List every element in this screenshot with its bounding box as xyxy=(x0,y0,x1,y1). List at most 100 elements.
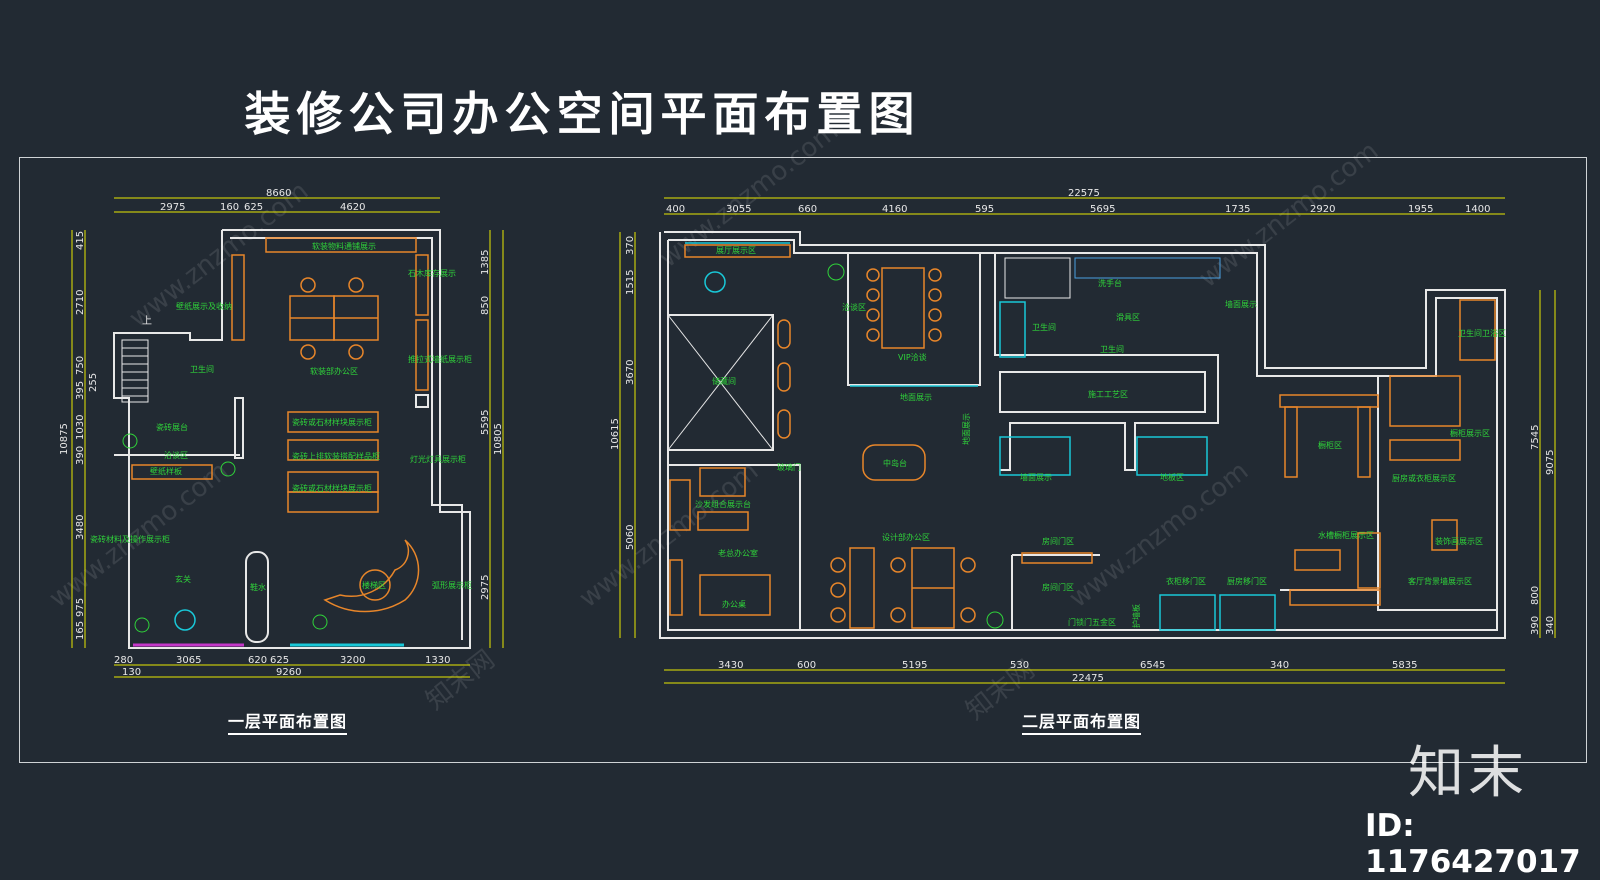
dimension: 10875 xyxy=(59,423,70,455)
dimension: 255 xyxy=(88,373,99,392)
plan2-dimension-lines xyxy=(619,197,1556,684)
room-label: 老总办公室 xyxy=(718,548,758,558)
room-label: 厨房移门区 xyxy=(1227,576,1267,586)
dimension: 1515 xyxy=(625,270,636,295)
room-label: 瓷砖展台 xyxy=(156,422,188,432)
room-label: 软装物料通铺展示 xyxy=(312,241,376,251)
room-label: 施工工艺区 xyxy=(1088,389,1128,399)
room-label: 卫生间卫浴区 xyxy=(1458,328,1506,338)
room-label: VIP洽谈 xyxy=(898,352,927,362)
page-title: 装修公司办公空间平面布置图 xyxy=(244,87,921,141)
dimension: 1030 xyxy=(75,415,86,440)
room-label: 客厅背景墙展示区 xyxy=(1408,576,1472,586)
dimension: 625 xyxy=(244,202,263,213)
room-label: 卫生间 xyxy=(190,364,214,374)
dimension: 390 xyxy=(1530,616,1541,635)
room-label: 办公桌 xyxy=(722,599,746,609)
room-label: 房间门区 xyxy=(1042,536,1074,546)
room-label: 石木库存展示 xyxy=(408,268,456,278)
room-label: 楼梯区 xyxy=(362,580,386,590)
dimension: 390 xyxy=(75,446,86,465)
dimension: 10805 xyxy=(493,423,504,455)
plan1-caption: 一层平面布置图 xyxy=(228,708,348,735)
room-label: 软装部办公区 xyxy=(310,366,358,376)
dimension: 22475 xyxy=(1072,673,1104,684)
room-label: 鞋水 xyxy=(250,582,266,592)
plan2-caption: 二层平面布置图 xyxy=(1022,708,1142,735)
dimension: 620 xyxy=(248,655,267,666)
room-label: 地面展示 xyxy=(900,392,932,402)
room-label: 储藏间 xyxy=(712,376,736,386)
dimension: 5695 xyxy=(1090,204,1115,215)
room-label: 灯光灯具展示柜 xyxy=(410,454,466,464)
dimension: 5835 xyxy=(1392,660,1417,671)
drawing-frame xyxy=(19,157,1587,763)
dimension: 395 xyxy=(75,381,86,400)
dimension: 415 xyxy=(75,231,86,250)
room-label: 瓷砖上排软装搭配样品柜 xyxy=(292,451,380,461)
brand-logo: 知末 xyxy=(1408,741,1528,806)
dimension: 10615 xyxy=(610,418,621,450)
dimension: 2975 xyxy=(480,575,491,600)
room-label: 卫生间 xyxy=(1032,322,1056,332)
dimension: 280 xyxy=(114,655,133,666)
dimension: 4160 xyxy=(882,204,907,215)
dimension: 400 xyxy=(666,204,685,215)
room-label: 瓷砖或石材样块展示柜 xyxy=(292,417,372,427)
dimension: 3480 xyxy=(75,515,86,540)
dimension: 370 xyxy=(625,236,636,255)
dimension: 660 xyxy=(798,204,817,215)
room-label: 门锁门五金区 xyxy=(1068,617,1116,627)
dimension: 2975 xyxy=(160,202,185,213)
plan1-dimensions: 8660 2975 160 625 4620 280 130 3065 620 … xyxy=(59,188,504,678)
dimension: 8660 xyxy=(266,188,291,199)
dimension: 340 xyxy=(1270,660,1289,671)
room-label: 房间门区 xyxy=(1042,582,1074,592)
dimension: 1955 xyxy=(1408,204,1433,215)
dimension: 1330 xyxy=(425,655,450,666)
room-label: 推拉式墙纸展示柜 xyxy=(408,354,472,364)
room-label: 滑具区 xyxy=(1116,312,1140,322)
dimension: 9260 xyxy=(276,667,301,678)
plan1-labels: 软装物料通铺展示 石木库存展示 壁纸展示及收纳 软装部办公区 卫生间 推拉式墙纸… xyxy=(90,241,472,592)
room-label: 洗手台 xyxy=(1098,278,1122,288)
room-label: 装饰画展示区 xyxy=(1435,536,1483,546)
plan2-walls xyxy=(659,231,1506,639)
room-label: 衣柜移门区 xyxy=(1166,576,1206,586)
image-id: ID: 1176427017 xyxy=(1365,808,1581,880)
plan1-furniture xyxy=(122,237,429,633)
dimension: 850 xyxy=(480,296,491,315)
room-label: 瓷砖材料及操作展示柜 xyxy=(90,534,170,544)
room-label: 玄关 xyxy=(175,574,191,584)
room-label: 地板区 xyxy=(1160,472,1184,482)
dimension: 3200 xyxy=(340,655,365,666)
dimension: 600 xyxy=(797,660,816,671)
room-label: 壁纸展示及收纳 xyxy=(176,301,232,311)
room-label: 设计部办公区 xyxy=(882,532,930,542)
dimension: 340 xyxy=(1545,616,1556,635)
room-label: 护墙板 xyxy=(1131,604,1141,628)
room-label: 厨房或衣柜展示区 xyxy=(1392,473,1456,483)
room-label: 墙面展示 xyxy=(1225,299,1257,309)
plan2-labels: 展厅展示区 洽谈区 VIP洽谈 洗手台 卫生间 滑具区 墙面展示 卫生间 地面展… xyxy=(695,246,1506,628)
plan2-furniture xyxy=(669,244,1496,631)
dimension: 2920 xyxy=(1310,204,1335,215)
dimension: 22575 xyxy=(1068,188,1100,199)
room-label: 卫生间 xyxy=(1100,344,1124,354)
room-label: 中岛台 xyxy=(883,458,907,468)
room-label: 地面展示 xyxy=(961,413,971,445)
room-label: 玻璃门 xyxy=(777,462,801,472)
dimension: 1735 xyxy=(1225,204,1250,215)
dimension: 3670 xyxy=(625,360,636,385)
room-label: 橱柜展示区 xyxy=(1450,428,1490,438)
dimension: 2710 xyxy=(75,290,86,315)
dimension: 7545 xyxy=(1530,425,1541,450)
plan2-dimensions: 22575 400 3055 660 4160 595 5695 1735 29… xyxy=(610,188,1556,684)
dimension: 160 xyxy=(220,202,239,213)
dimension: 1400 xyxy=(1465,204,1490,215)
plan1-dimension-lines xyxy=(71,197,504,678)
room-label: 壁纸样板 xyxy=(150,466,182,476)
room-label: 沙发组合展示台 xyxy=(695,499,751,509)
dimension: 800 xyxy=(1530,586,1541,605)
